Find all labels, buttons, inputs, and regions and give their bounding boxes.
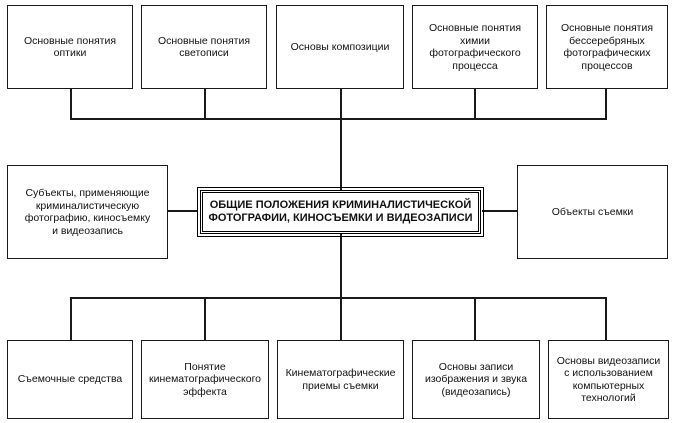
bottom-box-effect: Понятие кинематографического эффекта <box>141 340 269 419</box>
bottom-box-computer-video-label: Основы видеозаписи с использованием комп… <box>556 354 661 405</box>
top-box-chemistry-label: Основные понятия химии фотографического … <box>428 22 522 72</box>
connector-top-5 <box>605 89 607 119</box>
connector-top-stem <box>340 118 342 190</box>
connector-top-bus <box>70 118 607 120</box>
connector-left <box>168 210 198 212</box>
left-box-subjects: Субъекты, применяющие криминалистическую… <box>7 165 168 259</box>
connector-top-1 <box>70 89 72 119</box>
connector-bottom-5 <box>605 297 607 340</box>
connector-right <box>482 210 517 212</box>
top-box-silverless: Основные понятия бессеребряных фотографи… <box>546 5 668 89</box>
bottom-box-computer-video: Основы видеозаписи с использованием комп… <box>548 340 669 419</box>
connector-bottom-3 <box>340 297 342 340</box>
bottom-box-techniques: Кинематографические приемы съемки <box>277 340 404 419</box>
top-box-light-label: Основные понятия светописи <box>157 34 251 60</box>
top-box-silverless-label: Основные понятия бессеребряных фотографи… <box>560 22 654 72</box>
connector-top-2 <box>204 89 206 119</box>
connector-bottom-4 <box>474 297 476 340</box>
right-box-objects-label: Объекты съемки <box>551 205 634 218</box>
top-box-light: Основные понятия светописи <box>141 5 267 89</box>
top-box-composition: Основы композиции <box>276 5 404 89</box>
center-box: ОБЩИЕ ПОЛОЖЕНИЯ КРИМИНАЛИСТИЧЕСКОЙ ФОТОГ… <box>197 187 484 237</box>
top-box-optics-label: Основные понятия оптики <box>23 34 117 60</box>
connector-bottom-1 <box>70 297 72 340</box>
connector-top-3 <box>340 89 342 119</box>
bottom-box-recording-label: Основы записи изображения и звука (видео… <box>424 360 528 398</box>
center-box-title: ОБЩИЕ ПОЛОЖЕНИЯ КРИМИНАЛИСТИЧЕСКОЙ ФОТОГ… <box>208 199 473 224</box>
connector-bottom-stem <box>340 234 342 298</box>
bottom-box-recording: Основы записи изображения и звука (видео… <box>412 340 540 419</box>
bottom-box-effect-label: Понятие кинематографического эффекта <box>148 360 262 398</box>
bottom-box-equipment: Съемочные средства <box>7 340 133 419</box>
bottom-box-equipment-label: Съемочные средства <box>17 373 123 386</box>
right-box-objects: Объекты съемки <box>517 165 668 259</box>
connector-bottom-bus <box>70 297 607 299</box>
left-box-subjects-label: Субъекты, применяющие криминалистическую… <box>24 187 151 237</box>
top-box-composition-label: Основы композиции <box>290 40 390 53</box>
top-box-chemistry: Основные понятия химии фотографического … <box>412 5 538 89</box>
top-box-optics: Основные понятия оптики <box>7 5 133 89</box>
bottom-box-techniques-label: Кинематографические приемы съемки <box>285 367 396 392</box>
connector-bottom-2 <box>204 297 206 340</box>
connector-top-4 <box>474 89 476 119</box>
